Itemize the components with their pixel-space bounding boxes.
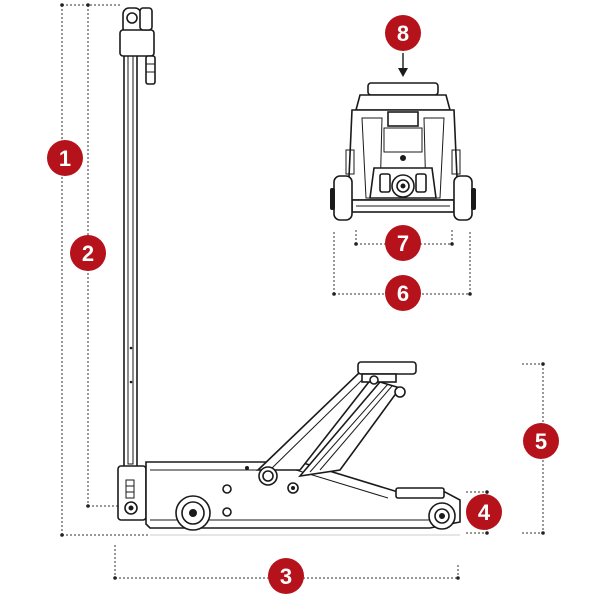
front-saddle [367,82,439,96]
svg-text:6: 6 [397,281,409,306]
svg-text:2: 2 [82,241,94,266]
svg-text:8: 8 [397,21,409,46]
arrow-8-head [398,68,408,77]
front-view-right-wheel [453,175,473,221]
lift-saddle [357,361,417,375]
release-lever [145,55,156,85]
svg-text:3: 3 [280,564,292,589]
jack-front-view [330,82,476,221]
badge-1: 1 [47,140,83,176]
svg-text:7: 7 [397,231,409,256]
handle-release-block [119,29,155,57]
badge-8: 8 [385,15,421,51]
jack-side-view [117,7,461,536]
badge-4: 4 [466,494,502,530]
badge-2: 2 [70,235,106,271]
svg-text:4: 4 [478,500,491,525]
svg-text:1: 1 [59,146,71,171]
front-view-left-wheel [333,175,353,221]
badge-3: 3 [268,558,304,594]
pump-pivot [258,466,278,486]
front-plate [395,487,445,499]
callout-badges: 1 2 3 4 5 6 7 8 [47,15,559,594]
badge-7: 7 [385,225,421,261]
handle-tube [123,43,138,469]
badge-6: 6 [385,275,421,311]
svg-text:5: 5 [535,429,547,454]
badge-5: 5 [523,423,559,459]
